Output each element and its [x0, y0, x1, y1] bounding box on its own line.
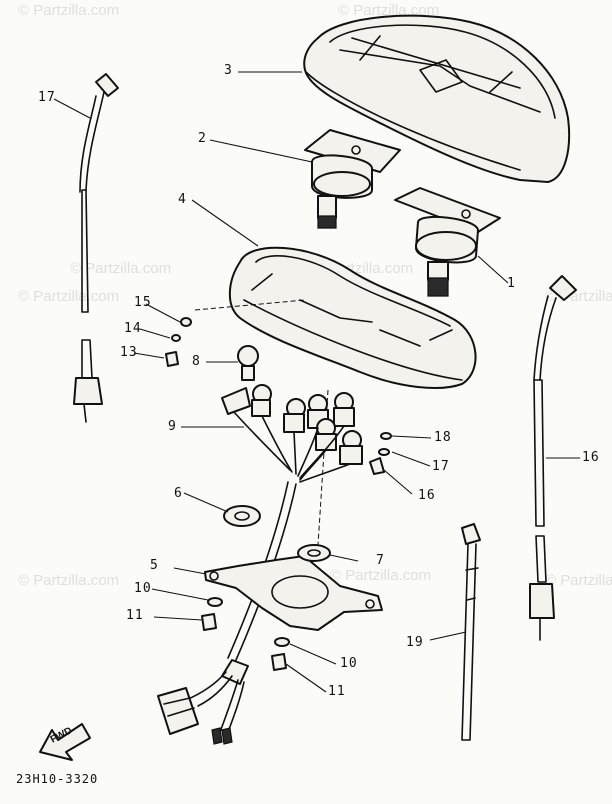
callout-6: 6 [174, 486, 183, 501]
callout-17: 18 [434, 430, 452, 445]
callout-10: 10 [134, 581, 152, 596]
fasteners [165, 317, 392, 671]
callout-7: 7 [376, 553, 385, 568]
diagram-code: 23H10-3320 [16, 772, 99, 786]
callout-1: 1 [507, 276, 516, 291]
callout-18: 16 [582, 450, 600, 465]
speedometer-cable [73, 73, 119, 423]
callout-3: 3 [224, 63, 233, 78]
callout-19: 17 [38, 90, 56, 105]
meter-case [228, 246, 477, 389]
callout-10: 10 [340, 656, 358, 671]
meter-left [304, 129, 401, 229]
damper [297, 544, 331, 562]
callout-15: 16 [418, 488, 436, 503]
grommet [223, 505, 261, 527]
callout-4: 4 [178, 192, 187, 207]
callout-16: 17 [432, 459, 450, 474]
callout-13: 14 [124, 321, 142, 336]
leader-lines [53, 71, 580, 693]
meter-right [394, 187, 501, 297]
callout-2: 2 [198, 131, 207, 146]
callout-11: 11 [126, 608, 144, 623]
cable-tie [461, 523, 481, 741]
meter-cover [303, 14, 571, 183]
callout-20: 19 [406, 635, 424, 650]
fwd-arrow-icon [39, 723, 91, 761]
callout-11: 11 [328, 684, 346, 699]
wire-harness [157, 384, 363, 745]
callout-12: 13 [120, 345, 138, 360]
callout-14: 15 [134, 295, 152, 310]
callout-5: 5 [150, 558, 159, 573]
tachometer-cable [529, 275, 577, 641]
callout-8: 8 [192, 354, 201, 369]
callout-9: 9 [168, 419, 177, 434]
meter-bracket [204, 555, 383, 631]
bulb [237, 345, 259, 381]
